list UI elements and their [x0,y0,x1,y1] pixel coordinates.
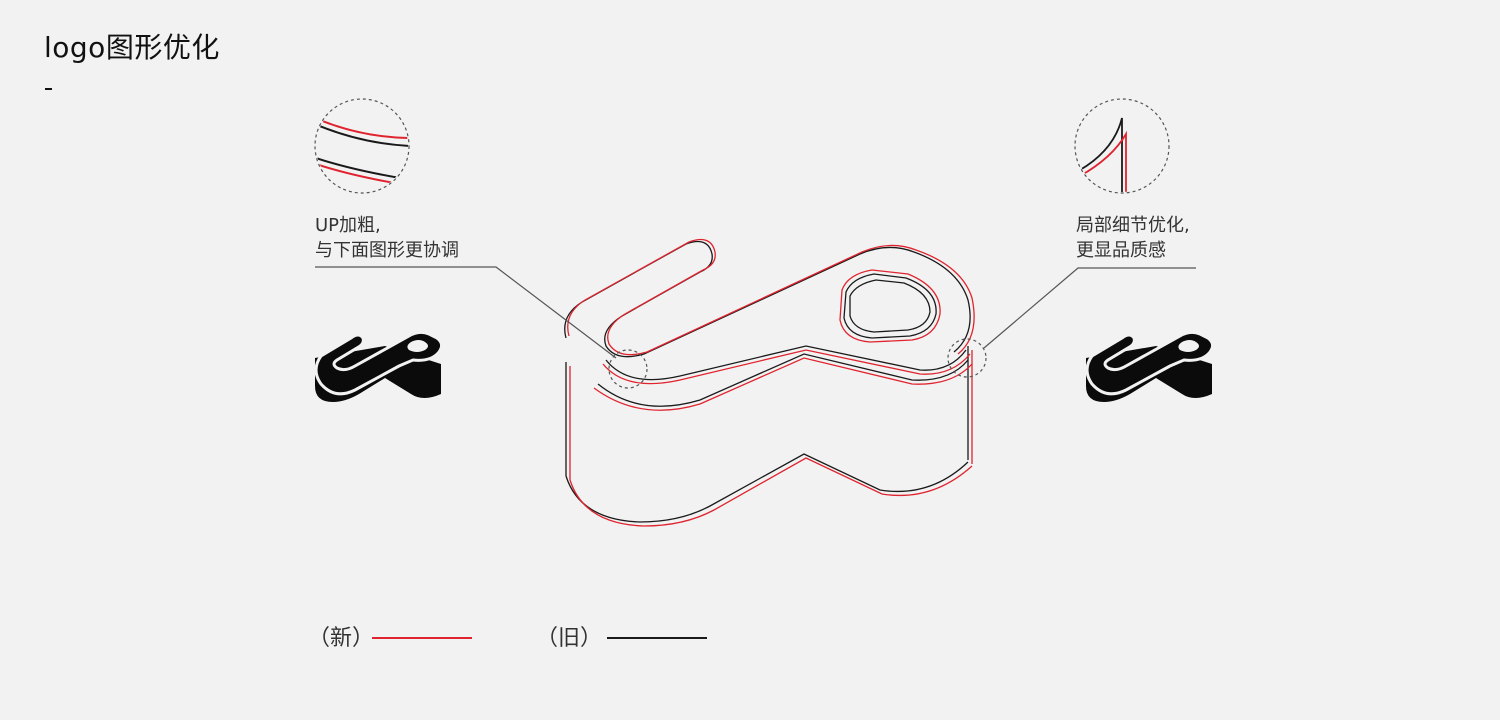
callout-left-line2: 与下面图形更协调 [315,240,459,261]
up-logo-icon-right [1084,330,1215,404]
legend-old-label: （旧） [536,626,603,651]
new-outline [567,238,975,527]
leader-line-left [315,266,617,359]
page-title: logo图形优化 [44,31,220,64]
up-logo-icon-left [313,330,444,404]
callout-right: 局部细节优化, 更显品质感 [1076,213,1190,263]
main-logo-outline [564,238,975,527]
zoom-detail-left [314,98,410,194]
callout-right-line2: 更显品质感 [1076,240,1166,261]
highlight-circle-left [608,349,648,389]
zoom-detail-right [1074,98,1170,194]
highlight-circle-right [947,338,987,378]
callout-left: UP加粗, 与下面图形更协调 [315,213,459,263]
legend-old-line [607,637,707,639]
legend-new-line [372,637,472,639]
legend-new-label: （新） [308,626,375,651]
title-dash [45,88,52,90]
leader-line-right [983,267,1196,349]
old-outline [564,240,971,523]
leader-lines [315,266,1196,359]
callout-right-line1: 局部细节优化, [1076,215,1190,236]
callout-left-line1: UP加粗, [315,215,381,236]
